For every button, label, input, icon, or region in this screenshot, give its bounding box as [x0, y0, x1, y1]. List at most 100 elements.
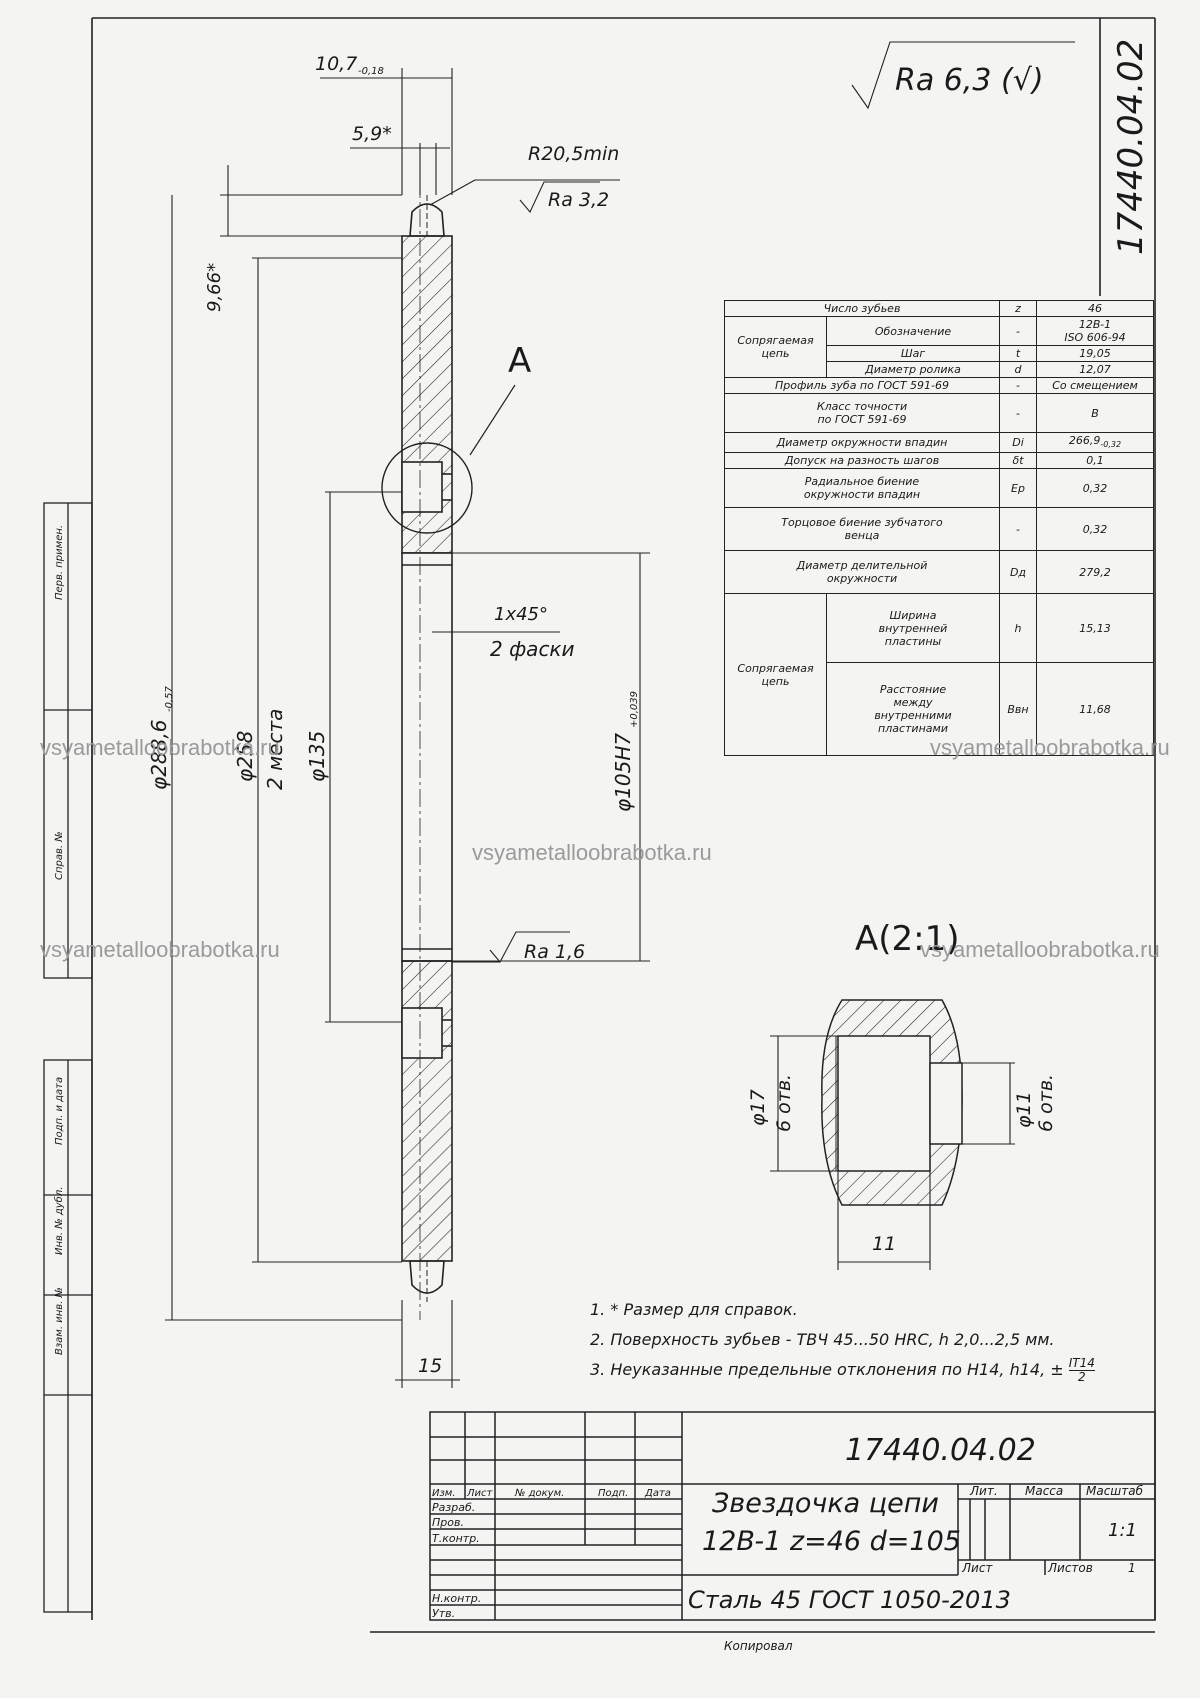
drawing-labels: 10,7 -0,18 5,9* R20,5min Ra 3,2 9,66* φ2…	[147, 39, 1151, 1377]
chain-label: Сопрягаемая цепь	[724, 316, 827, 378]
dim-bore-tol: +0,039	[629, 691, 640, 728]
title-scale-value: 1:1	[1108, 1520, 1137, 1541]
dim-width-top-tol: -0,18	[358, 66, 384, 77]
tip-val-tol: -0,32	[1100, 440, 1122, 450]
side-label-sign-date: Подп. и дата	[54, 1077, 65, 1145]
dim-hub-diameter: φ135	[305, 731, 329, 782]
designation-val-1: 12B-1	[1078, 318, 1112, 331]
radial-val: 0,32	[1036, 468, 1154, 509]
note-3-fraction-num: IT14	[1068, 1356, 1095, 1371]
watermark-right-2: vsyametalloobrabotka.ru	[920, 937, 1160, 962]
watermark-left: vsyametalloobrabotka.ru	[40, 735, 280, 760]
pitch-val: 19,05	[1036, 345, 1154, 362]
side-strip	[43, 502, 93, 1613]
accuracy-sym: -	[999, 393, 1037, 433]
title-nkontr: Н.контр.	[432, 1592, 481, 1605]
inner-d-label-3: внутренними	[874, 709, 952, 723]
parameter-table: Число зубьев z 46 Сопрягаемая цепь Обозн…	[724, 300, 1154, 757]
tip-sym: Di	[999, 431, 1037, 454]
watermark-left-2: vsyametalloobrabotka.ru	[40, 937, 280, 962]
title-sheets: Листов	[1047, 1561, 1093, 1575]
title-block-labels: 17440.04.02 Звездочка цепи 12B-1 z=46 d=…	[432, 1433, 1144, 1653]
detail-dimensions	[770, 1035, 1015, 1270]
roller-label: Диаметр ролика	[826, 361, 1000, 378]
teeth-sym: z	[999, 300, 1037, 317]
watermark-right: vsyametalloobrabotka.ru	[930, 735, 1170, 760]
title-number: 17440.04.02	[845, 1433, 1036, 1468]
pitch-tol-sym: δt	[999, 452, 1037, 470]
title-material: Сталь 45 ГОСТ 1050-2013	[688, 1586, 1011, 1614]
title-podp: Подп.	[598, 1488, 628, 1499]
sprocket-section	[401, 180, 453, 1320]
detail-circle-a	[381, 442, 473, 534]
pitch-tol-val: 0,1	[1036, 452, 1154, 470]
axial-label-2: венца	[844, 529, 880, 543]
title-utv: Утв.	[432, 1607, 455, 1620]
designation-label: Обозначение	[826, 316, 1000, 346]
side-label-ref-no: Справ. №	[54, 831, 65, 880]
dim-hole-circle: φ258	[233, 731, 257, 782]
title-list: Лист	[466, 1488, 494, 1499]
inner-w-label-3: пластины	[884, 634, 942, 648]
pitch-sym: t	[999, 345, 1037, 362]
title-scale: Масштаб	[1086, 1484, 1144, 1498]
note-3-text: 3. Неуказанные предельные отклонения по …	[590, 1360, 1064, 1379]
title-lit: Лит.	[969, 1484, 998, 1498]
accuracy-val: B	[1036, 393, 1154, 433]
title-razrab: Разраб.	[432, 1501, 475, 1514]
dim-radius: R20,5min	[528, 143, 619, 165]
pitch-label: Шаг	[826, 345, 1000, 362]
profile-val: Со смещением	[1036, 377, 1154, 394]
teeth-val: 46	[1036, 300, 1154, 317]
detail-d11-note: 6 отв.	[1035, 1074, 1057, 1132]
inner-d-label-1: Расстояние	[879, 683, 947, 697]
title-izm: Изм.	[432, 1488, 456, 1499]
detail-d17-note: 6 отв.	[773, 1074, 795, 1132]
axial-sym: -	[999, 507, 1037, 552]
chain2-label: Сопрягаемая цепь	[724, 593, 827, 757]
title-prov: Пров.	[432, 1516, 464, 1529]
inner-d-label-4: пластинами	[878, 722, 948, 736]
dim-width-mid: 5,9*	[352, 123, 392, 145]
watermark-center: vsyametalloobrabotka.ru	[472, 840, 712, 865]
title-name-line1: Звездочка цепи	[712, 1488, 939, 1519]
title-copied: Копировал	[724, 1639, 793, 1653]
dim-chamfer-note: 2 фаски	[490, 637, 575, 661]
pd-sym: Dд	[999, 550, 1037, 595]
note-1: 1. * Размер для справок.	[590, 1300, 798, 1319]
inner-d-label-2: между	[893, 696, 933, 710]
dim-outer-diameter: φ288,6	[147, 720, 171, 790]
drawing-number-vertical: 17440.04.02	[1111, 39, 1151, 255]
dim-tooth-height: 9,66*	[204, 263, 225, 312]
inner-d-val: 11,68	[1036, 662, 1154, 757]
view-label-a: A	[508, 341, 531, 381]
note-3: 3. Неуказанные предельные отклонения по …	[590, 1355, 1095, 1385]
profile-label: Профиль зуба по ГОСТ 591-69	[724, 377, 1000, 394]
side-label-repl-inv: Взам. инв. №	[54, 1287, 65, 1355]
inner-w-label-1: Ширина	[889, 608, 937, 622]
side-label-dup-inv: Инв. № дубл.	[53, 1187, 65, 1255]
side-label-first-use: Перв. примен.	[54, 525, 65, 600]
detail-d17: φ17	[747, 1089, 769, 1126]
designation-sym: -	[999, 316, 1037, 346]
dim-width-top: 10,7	[315, 53, 357, 75]
detail-width: 11	[872, 1233, 896, 1255]
title-sheets-value: 1	[1128, 1561, 1136, 1575]
axial-label-1: Торцовое биение зубчатого	[781, 516, 943, 530]
inner-w-label-2: внутренней	[878, 621, 948, 635]
roller-val: 12,07	[1036, 361, 1154, 378]
roughness-general: Ra 6,3 (√)	[895, 63, 1044, 98]
designation-val-2: ISO 606-94	[1064, 331, 1126, 344]
tip-val-number: 266,9	[1068, 434, 1101, 447]
title-name-line2: 12B-1 z=46 d=105	[702, 1526, 961, 1557]
axial-val: 0,32	[1036, 507, 1154, 552]
side-strip-labels: Перв. примен. Справ. № Подп. и дата Инв.…	[53, 525, 65, 1355]
dim-thickness: 15	[418, 1355, 442, 1377]
detail-label: A(2:1)	[855, 919, 960, 959]
detail-view	[821, 999, 963, 1206]
